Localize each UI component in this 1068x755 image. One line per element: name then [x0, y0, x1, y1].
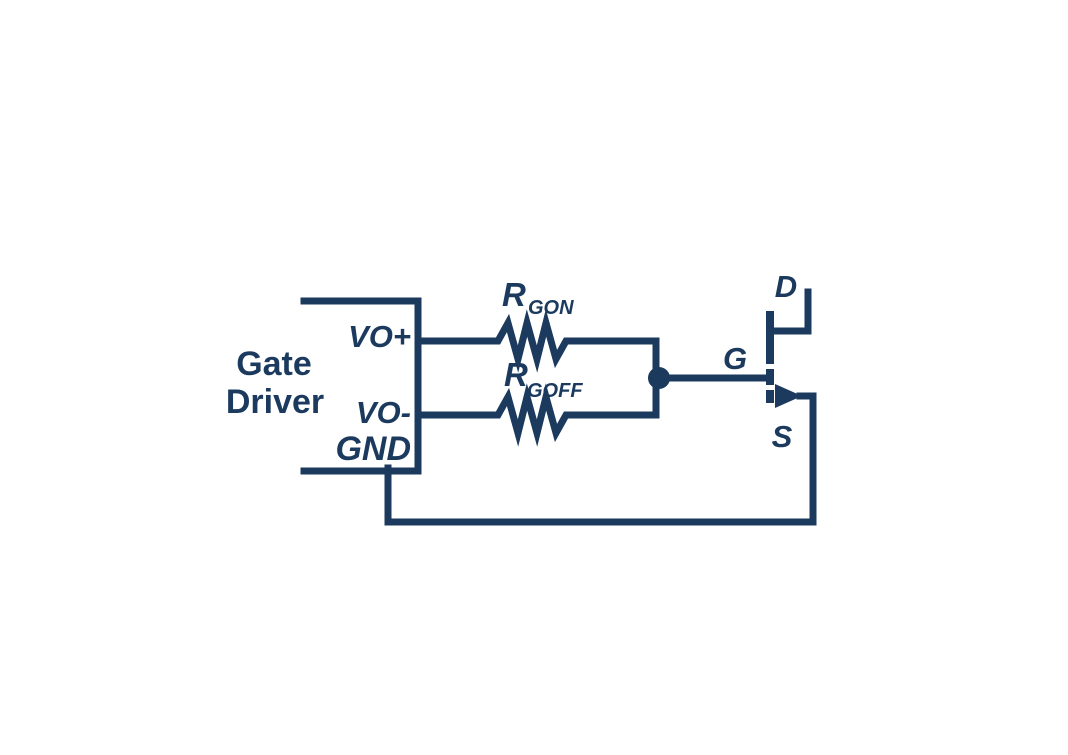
gate-driver-title-line2: Driver — [226, 383, 324, 421]
resistor-rgoff-label: R — [504, 356, 528, 393]
gate-driver-title-line1: Gate — [236, 345, 312, 383]
pin-label-vo-plus: VO+ — [348, 319, 411, 354]
source-to-gnd-return-wire — [384, 392, 817, 526]
resistor-rgon-label: R — [502, 276, 526, 313]
resistor-rgon-subscript: GON — [528, 297, 574, 319]
vo-minus-wire-rgoff-resistor — [414, 383, 660, 447]
gate-driver-box — [300, 297, 422, 475]
mosfet-drain-wire — [766, 288, 812, 335]
vo-plus-wire-rgon-resistor — [414, 309, 660, 373]
mosfet-drain-label: D — [775, 269, 797, 304]
pin-label-gnd: GND — [335, 430, 411, 468]
resistor-rgoff-subscript: GOFF — [527, 380, 583, 402]
mosfet-source-label: S — [772, 419, 793, 454]
mosfet-gate-label: G — [723, 341, 747, 376]
junction-dot — [648, 367, 670, 389]
mosfet-source-arrow-icon — [775, 384, 802, 408]
pin-label-vo-minus: VO- — [356, 395, 411, 430]
